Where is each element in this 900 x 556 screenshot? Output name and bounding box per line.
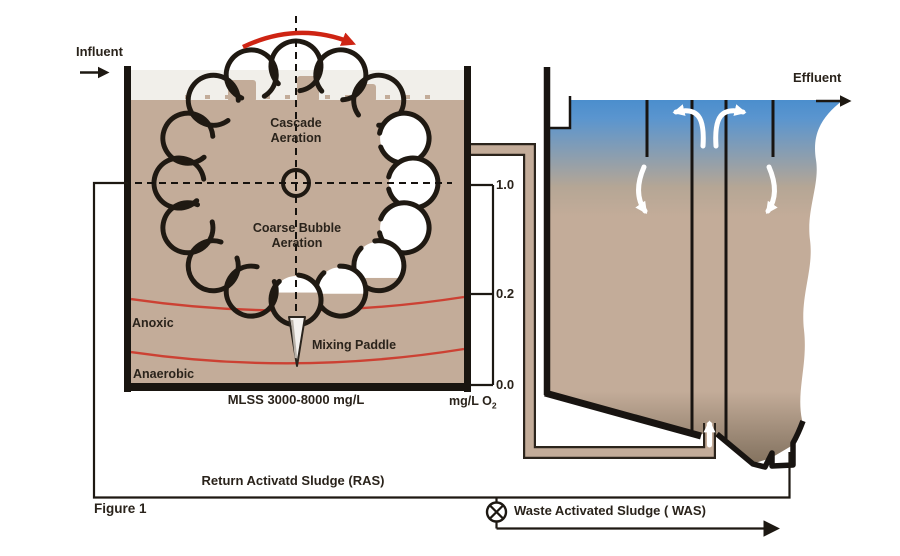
clarifier-baffles xyxy=(645,100,775,442)
cascade-aeration-label: Cascade Aeration xyxy=(270,116,322,145)
flow-arrow-down-left-icon xyxy=(635,164,648,214)
anoxic-label: Anoxic xyxy=(132,316,174,330)
rotation-arrow-icon xyxy=(242,30,357,50)
flow-arrows xyxy=(635,104,778,448)
clarifier-floor-left xyxy=(544,389,702,440)
effluent-label: Effluent xyxy=(793,70,842,85)
flow-arrow-down-right-icon xyxy=(765,164,778,214)
o2-tick-top-label: 1.0 xyxy=(496,177,515,192)
mixing-paddle-icon xyxy=(288,316,306,367)
effluent-weir xyxy=(550,96,572,130)
drum-ring-icon xyxy=(377,110,432,166)
o2-tick-mid-label: 0.2 xyxy=(496,286,515,301)
ras-line xyxy=(92,181,791,499)
ras-label: Return Activatd Sludge (RAS) xyxy=(201,473,385,488)
flow-arrow-up-right-icon xyxy=(713,104,747,149)
tank-wall-right xyxy=(464,66,471,392)
o2-tick-bottom-label: 0.0 xyxy=(496,377,515,392)
mixing-paddle-label: Mixing Paddle xyxy=(312,338,397,352)
coarse-bubble-aeration-label: Coarse Bubble Aeration xyxy=(252,221,342,250)
drum-ring-icon xyxy=(160,110,216,166)
drum-ring-air xyxy=(316,267,365,316)
was-valve-icon xyxy=(485,501,508,523)
drum-ring-icon xyxy=(313,47,369,103)
tank-wall-bottom xyxy=(124,383,471,391)
drum-ring-icon xyxy=(185,72,241,128)
o2-scale xyxy=(470,183,495,387)
figure-caption: Figure 1 xyxy=(94,501,147,516)
influent-label: Influent xyxy=(76,44,123,59)
aeration-drum xyxy=(151,38,441,328)
mlss-label: MLSS 3000-8000 mg/L xyxy=(227,392,365,407)
clarifier-water xyxy=(549,100,843,464)
clarifier-hopper xyxy=(715,420,806,470)
drum-ring-air xyxy=(272,276,320,324)
drum-ring-air xyxy=(354,241,403,290)
o2-unit-label: mg/L O2 xyxy=(449,394,497,411)
drum-ring-icon xyxy=(185,238,241,294)
clarifier xyxy=(471,67,843,470)
drum-ring-air xyxy=(380,114,429,163)
drum-ring-air xyxy=(380,203,429,252)
drum-ring-icon xyxy=(223,47,279,101)
sludge-return-lines xyxy=(92,181,791,537)
drum-ring-icon xyxy=(160,200,216,256)
tank-wall-left xyxy=(124,66,131,392)
flow-arrow-up-left-icon xyxy=(672,104,706,149)
anaerobic-label: Anaerobic xyxy=(133,367,195,381)
aeration-tank xyxy=(124,16,471,392)
was-label: Waste Activated Sludge ( WAS) xyxy=(514,503,706,518)
